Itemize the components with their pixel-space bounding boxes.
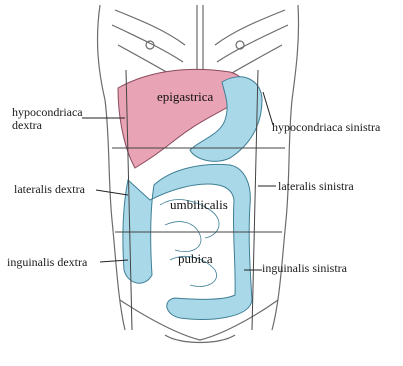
hypocondriaca-dextra-line1: hypocondriaca — [12, 105, 83, 119]
lateralis-sinistra-label: lateralis sinistra — [278, 180, 354, 193]
small-intestine — [160, 200, 219, 287]
umbilicalis-label: umbilicalis — [170, 198, 228, 212]
hypocondriaca-dextra-line2: dextra — [12, 118, 42, 132]
inguinalis-sinistra-label: inguinalis sinistra — [262, 262, 347, 275]
lateralis-dextra-label: lateralis dextra — [14, 183, 85, 196]
pubica-label: pubica — [178, 252, 213, 266]
colon — [123, 164, 252, 319]
hypocondriaca-sinistra-label: hypocondriaca sinistra — [272, 121, 380, 134]
inguinalis-dextra-label: inguinalis dextra — [7, 256, 87, 269]
hypocondriaca-dextra-label: hypocondriaca dextra — [12, 106, 83, 132]
epigastrica-label: epigastrica — [157, 90, 213, 104]
